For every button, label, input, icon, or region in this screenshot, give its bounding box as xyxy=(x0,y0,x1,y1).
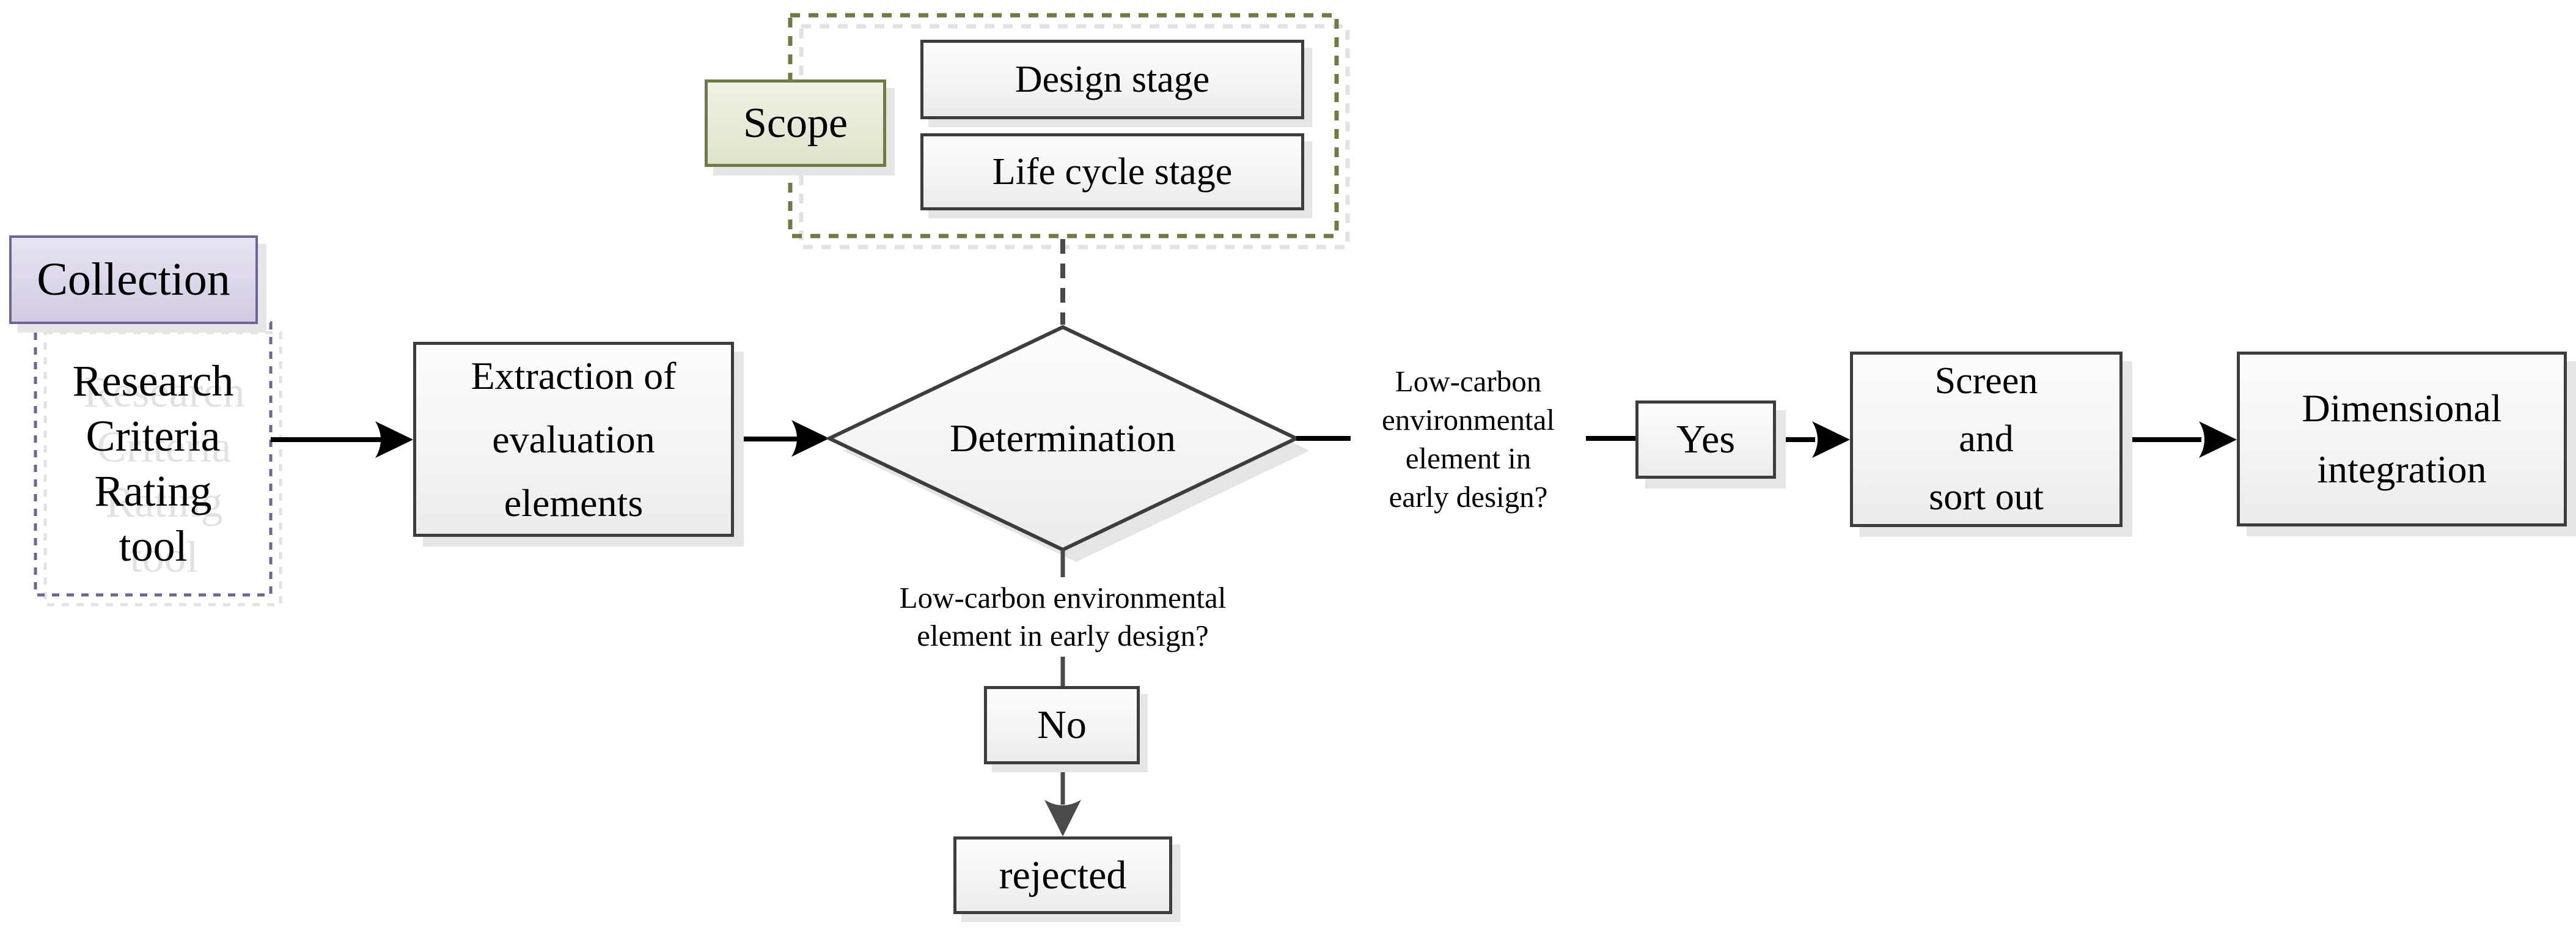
arrowhead-into-determination-icon xyxy=(791,420,829,457)
question-right-label: Low-carbon environmental element in earl… xyxy=(1351,361,1586,517)
question-bottom-label: Low-carbon environmental element in earl… xyxy=(879,577,1246,657)
scope-label: Scope xyxy=(743,99,848,147)
yes-label: Yes xyxy=(1676,417,1736,462)
collection-label: Collection xyxy=(37,254,230,305)
extraction-box: Extraction of evaluation elements xyxy=(413,342,734,537)
design-stage-label: Design stage xyxy=(1015,58,1210,100)
research-dotted-frame-ghost xyxy=(43,331,282,607)
life-cycle-stage-box: Life cycle stage xyxy=(920,133,1304,210)
determination-label: Determination xyxy=(950,416,1176,460)
dimensional-integration-box: Dimensional integration xyxy=(2237,352,2567,526)
yes-box: Yes xyxy=(1635,400,1776,479)
research-criteria-rating-tool-text: Research Criteria Rating tool xyxy=(72,356,234,570)
rejected-label: rejected xyxy=(999,852,1127,898)
arrowhead-into-extraction-icon xyxy=(375,421,413,458)
scope-box: Scope xyxy=(705,79,886,167)
life-cycle-stage-label: Life cycle stage xyxy=(992,150,1233,193)
screen-and-sort-out-box: Screen and sort out xyxy=(1850,352,2123,527)
no-label: No xyxy=(1037,703,1087,747)
no-box: No xyxy=(984,686,1140,764)
collection-box: Collection xyxy=(9,235,258,324)
design-stage-box: Design stage xyxy=(920,40,1304,119)
rejected-box: rejected xyxy=(953,836,1172,914)
arrowhead-into-rejected-icon xyxy=(1044,800,1081,836)
arrowhead-into-screen-icon xyxy=(1812,421,1850,458)
arrowhead-into-dimensional-icon xyxy=(2199,421,2237,458)
